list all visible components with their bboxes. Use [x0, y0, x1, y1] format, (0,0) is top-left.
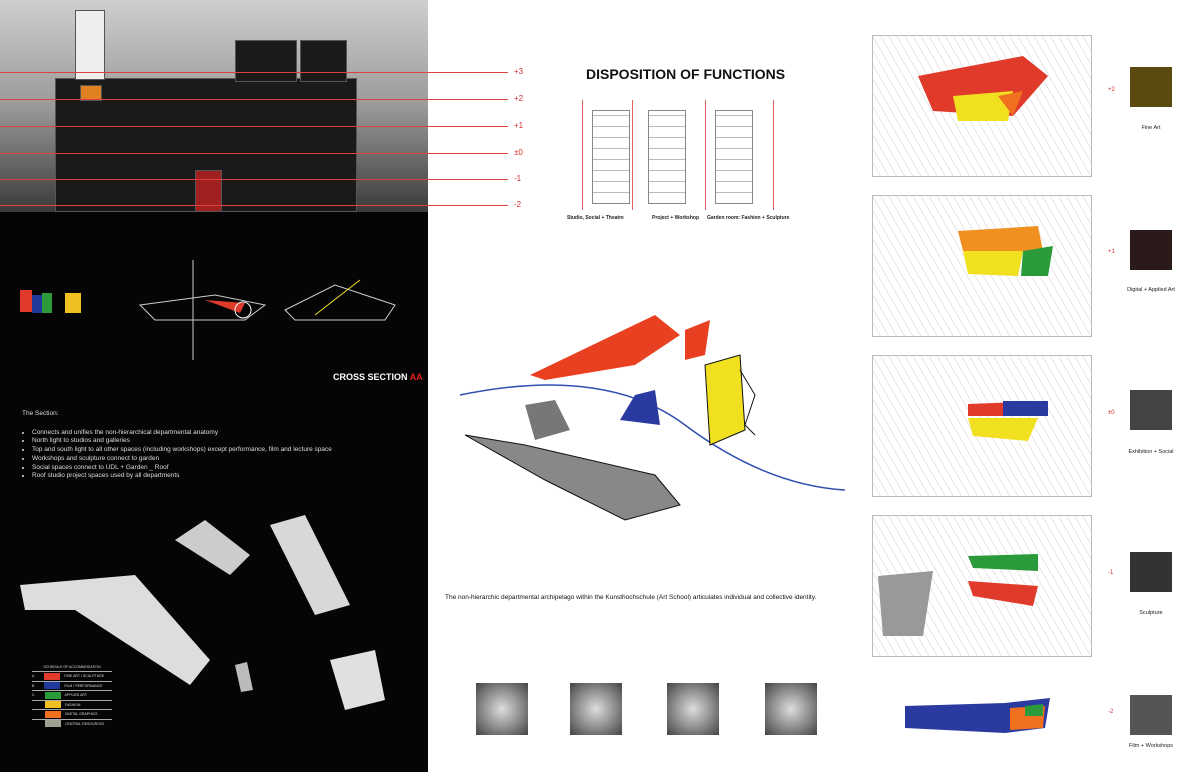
- fine-art-photo: [1130, 67, 1172, 107]
- level-label: ±0: [514, 148, 523, 157]
- legend-letter: C: [32, 693, 35, 698]
- plan-level-label: -2: [1108, 709, 1114, 715]
- floor-plan: [872, 35, 1092, 177]
- disposition-title: DISPOSITION OF FUNCTIONS: [586, 66, 786, 82]
- disposition-caption: Garden room: Fashion + Sculpture: [707, 215, 790, 221]
- level-line: [0, 205, 508, 206]
- legend-item: CENTRAL RESOURCES: [32, 718, 112, 729]
- legend-swatch: [45, 701, 61, 709]
- legend-letter: B: [32, 683, 35, 688]
- plan-caption: Digital + Applied Art: [1127, 287, 1175, 293]
- archipelago-caption: The non-hierarchic departmental archipel…: [445, 594, 817, 601]
- section-text: The Section: Connects and unifies the no…: [22, 410, 332, 481]
- legend-label: FILM / PERFORMANCE: [64, 683, 103, 688]
- exhibition-photo: [1130, 390, 1172, 430]
- film-photo: [1130, 695, 1172, 735]
- disposition-caption: Project + Workshop: [652, 215, 700, 221]
- model-photo: [20, 515, 385, 710]
- legend-label: FASHION: [65, 702, 81, 707]
- level-label: +1: [514, 121, 524, 130]
- level-label: +2: [514, 94, 524, 103]
- cross-section-title: CROSS SECTION AA: [333, 372, 423, 382]
- accommodation-legend: SCHEDULE OF ACCOMMODATION A FINE ART / SC…: [32, 665, 112, 728]
- level-label: -1: [514, 174, 522, 183]
- section-diagrams: [20, 260, 396, 360]
- floor-plan: [872, 355, 1092, 497]
- plan-level-label: +2: [1108, 87, 1115, 93]
- bullet: Connects and unifies the non-hierarchica…: [32, 429, 332, 438]
- legend-item: A FINE ART / SCULPTURE: [32, 671, 112, 681]
- legend-label: CENTRAL RESOURCES: [65, 721, 105, 726]
- legend-label: APPLIED ART: [64, 693, 88, 698]
- level-line: [0, 153, 508, 154]
- cross-section-accent: AA: [409, 372, 423, 382]
- legend-swatch: [44, 682, 61, 690]
- plan-level-label: -1: [1108, 570, 1114, 576]
- plan-caption: Film + Workshops: [1128, 743, 1174, 749]
- legend-label: DIGITAL GRAPHICS: [65, 712, 98, 717]
- legend-swatch: [44, 691, 61, 699]
- legend-letter: A: [32, 674, 35, 679]
- plan-caption: Exhibition + Social: [1128, 449, 1174, 455]
- floor-plan-minus2: [905, 698, 1050, 733]
- photo-thumbnail: [765, 683, 817, 735]
- bullet: Social spaces connect to UDL + Garden _ …: [32, 464, 332, 473]
- legend-item: C APPLIED ART: [32, 690, 112, 700]
- legend-swatch: [45, 710, 61, 718]
- plan-garden: [715, 110, 753, 204]
- cross-section-drawing: [0, 0, 428, 212]
- archipelago-diagram: [459, 315, 846, 521]
- photo-thumbnail: [476, 683, 528, 735]
- level-label: -2: [514, 200, 522, 209]
- level-line: [0, 179, 508, 180]
- floor-plan: [872, 195, 1092, 337]
- level-line: [0, 126, 508, 127]
- plan-level-label: +1: [1108, 249, 1115, 255]
- level-label: +3: [514, 67, 524, 76]
- left-panel: CROSS SECTION AA The Section: Connects a…: [0, 0, 428, 772]
- bullet: Roof studio project spaces used by all d…: [32, 472, 332, 481]
- disposition-caption: Studio, Social + Theatre: [567, 215, 624, 221]
- digital-art-photo: [1130, 230, 1172, 270]
- plan-caption: Sculpture: [1139, 610, 1163, 616]
- section-heading: The Section:: [22, 410, 59, 417]
- photo-thumbnail: [570, 683, 622, 735]
- cross-section-label: CROSS SECTION: [333, 372, 408, 382]
- legend-item: DIGITAL GRAPHICS: [32, 709, 112, 719]
- plan-caption: Fine Art: [1141, 125, 1161, 131]
- sculpture-photo: [1130, 552, 1172, 592]
- level-line: [0, 72, 508, 73]
- photo-thumbnail: [667, 683, 719, 735]
- legend-label: FINE ART / SCULPTURE: [64, 674, 105, 679]
- legend-item: FASHION: [32, 699, 112, 710]
- floor-plan: [872, 515, 1092, 657]
- plan-studio: [592, 110, 630, 204]
- bullet: Top and south light to all other spaces …: [32, 446, 332, 455]
- legend-swatch: [44, 672, 61, 680]
- legend-title: SCHEDULE OF ACCOMMODATION: [43, 665, 101, 669]
- level-line: [0, 99, 508, 100]
- plan-project: [648, 110, 686, 204]
- legend-item: B FILM / PERFORMANCE: [32, 680, 112, 691]
- bullet: North light to studios and galleries: [32, 437, 332, 446]
- bullet: Workshops and sculpture connect to garde…: [32, 455, 332, 464]
- plan-level-label: ±0: [1108, 410, 1115, 416]
- legend-swatch: [45, 720, 61, 728]
